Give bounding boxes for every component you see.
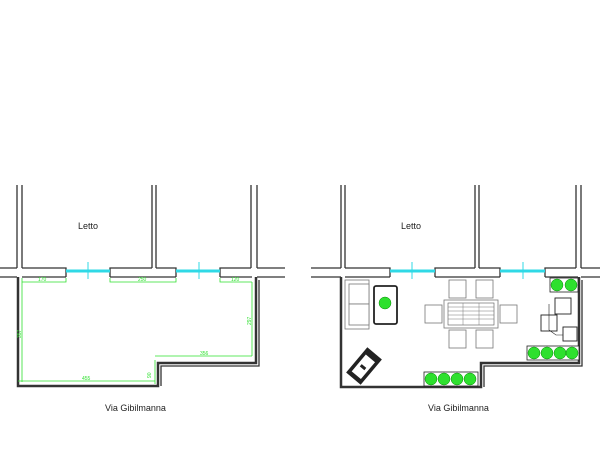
plant-icon xyxy=(424,372,438,386)
plant-icon xyxy=(553,346,567,360)
chair xyxy=(424,304,443,324)
room-label: Letto xyxy=(78,221,98,231)
dimension-label: 250 xyxy=(138,277,147,283)
plant-icon xyxy=(540,346,554,360)
lounge-chair xyxy=(346,347,382,385)
windows xyxy=(390,262,545,279)
plan-before: 170 250 120 357 297 356 455 90 Letto Via… xyxy=(0,185,285,413)
dimension-label: 455 xyxy=(82,376,91,382)
street-label: Via Gibilmanna xyxy=(105,403,166,413)
dimension-label: 170 xyxy=(38,277,47,283)
chair xyxy=(475,329,494,349)
dimension-label: 90 xyxy=(147,372,153,378)
dimension-label: 357 xyxy=(17,329,23,338)
plant-icon xyxy=(565,346,579,360)
room-label: Letto xyxy=(401,221,421,231)
dimension-label: 297 xyxy=(247,316,253,325)
plant-icon xyxy=(527,346,541,360)
windows xyxy=(66,262,220,279)
plant-icon xyxy=(437,372,451,386)
side-tables xyxy=(540,297,578,342)
planters xyxy=(423,277,580,387)
plant-icon xyxy=(378,296,392,310)
plant-icon xyxy=(450,372,464,386)
plan-after: Letto Via Gibilmanna xyxy=(311,185,600,413)
plant-icon xyxy=(564,278,578,292)
chair xyxy=(499,304,518,324)
dimension-label: 120 xyxy=(231,277,240,283)
street-label: Via Gibilmanna xyxy=(428,403,489,413)
walls xyxy=(0,185,285,388)
chair xyxy=(448,329,467,349)
plant-icon xyxy=(550,278,564,292)
chair xyxy=(448,279,467,299)
sofa xyxy=(344,279,370,330)
plant-icon xyxy=(463,372,477,386)
planter-table xyxy=(373,285,398,325)
chair xyxy=(475,279,494,299)
dimension-lines: 170 250 120 357 297 356 455 90 xyxy=(17,277,253,384)
dimension-label: 356 xyxy=(200,351,209,357)
dining-set xyxy=(424,279,518,349)
